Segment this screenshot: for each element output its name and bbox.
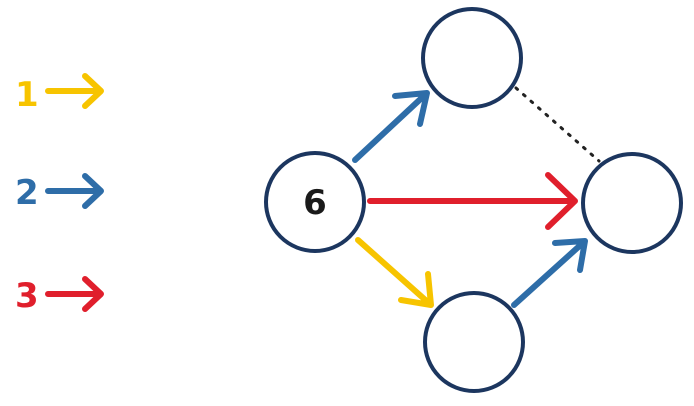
node-right [581,152,683,254]
nodes: 6 [264,7,683,393]
legend-item-2: 2 [15,173,104,213]
legend-label-1: 1 [15,75,39,115]
edges [352,90,588,308]
edge-bottom-right-blue-arrow [511,238,588,308]
legend-label-2: 2 [15,173,39,213]
legend-arrow-yellow-icon [45,73,104,109]
legend-item-3: 3 [15,276,104,316]
edge-left-top-blue-arrow [352,90,430,163]
legend: 1 2 3 [15,73,104,316]
edge-left-right-red-arrow [367,172,578,230]
edge-left-bottom-yellow-arrow [355,237,434,308]
legend-label-3: 3 [15,276,39,316]
edge-top-right-dotted [514,86,601,163]
node-left-circle [264,151,366,253]
node-top [421,7,523,109]
node-bottom [423,291,525,393]
node-bottom-circle [423,291,525,393]
legend-arrow-blue-icon [45,173,104,209]
node-left: 6 [264,151,366,253]
node-right-circle [581,152,683,254]
node-top-circle [421,7,523,109]
legend-item-1: 1 [15,73,104,115]
legend-arrow-red-icon [45,276,104,312]
node-left-label: 6 [303,183,327,223]
